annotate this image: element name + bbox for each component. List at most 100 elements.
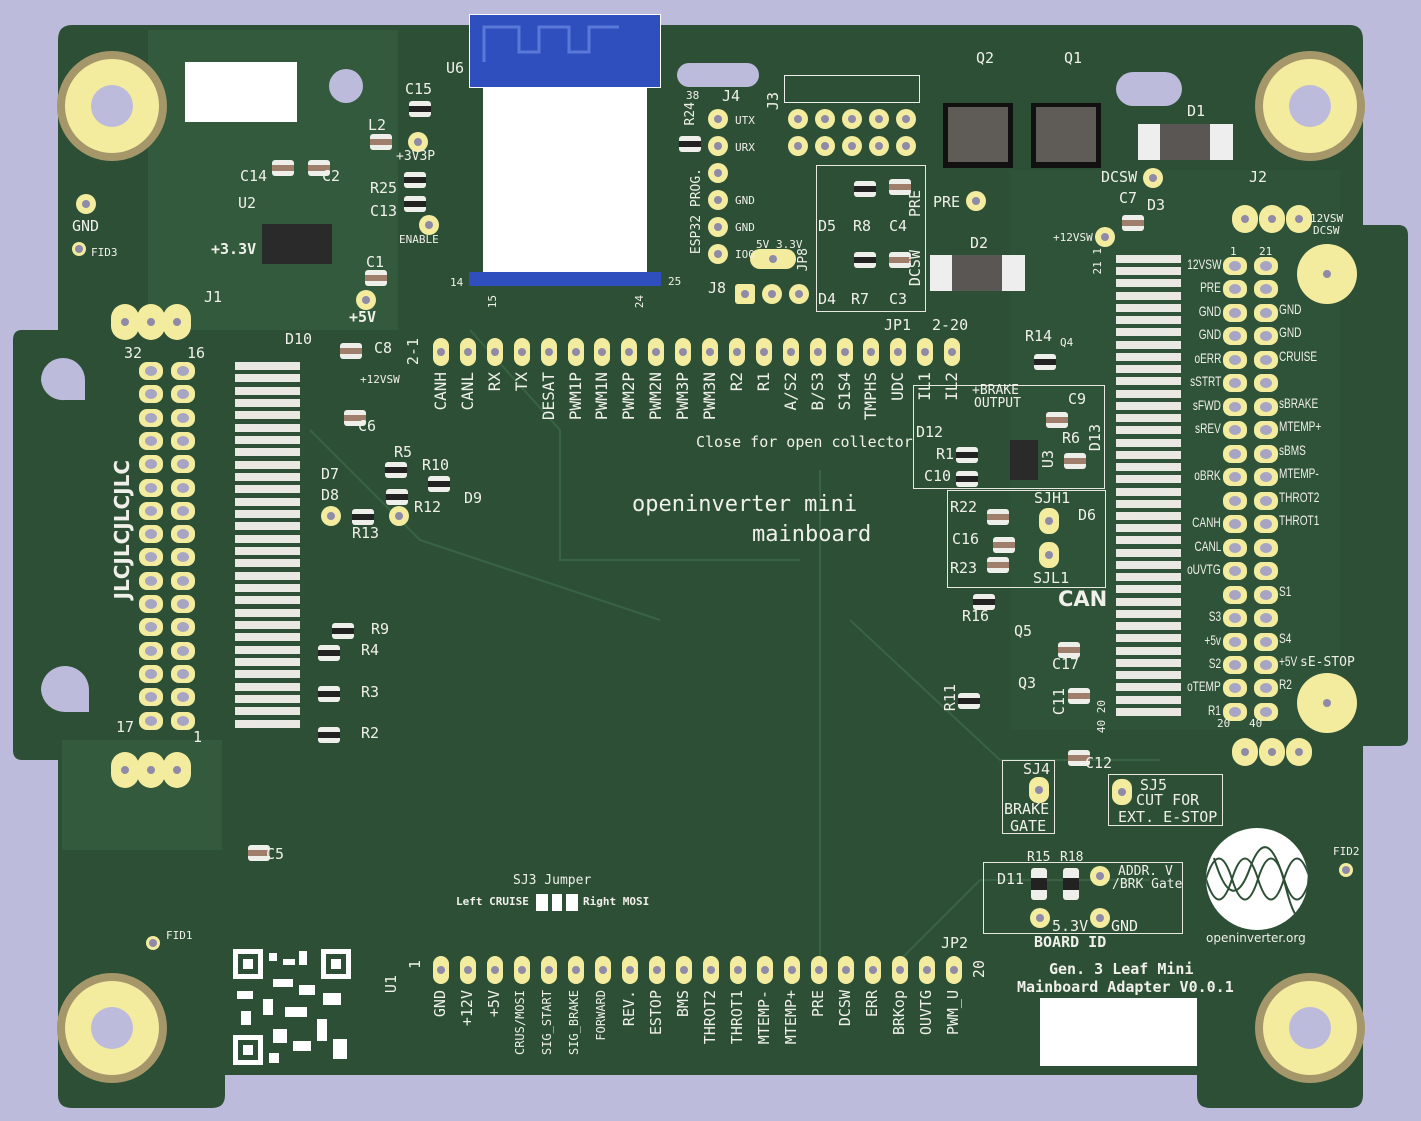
test-point-pad[interactable]: [419, 215, 439, 235]
j2-pin-pad[interactable]: [1254, 397, 1278, 416]
jp2-pin-pad[interactable]: [568, 956, 584, 984]
jp2-pin-pad[interactable]: [433, 956, 449, 984]
jp2-pin-pad[interactable]: [649, 956, 665, 984]
jp2-pin-pad[interactable]: [784, 956, 800, 984]
j2-pin-pad[interactable]: [1254, 562, 1278, 581]
j2-aux-pad[interactable]: [1232, 205, 1258, 233]
j2-pin-pad[interactable]: [1254, 538, 1278, 557]
j2-pin-pad[interactable]: [1223, 421, 1247, 440]
jp1-pin-pad[interactable]: [890, 338, 907, 366]
jp1-pin-pad[interactable]: [917, 338, 934, 366]
j2-pin-pad[interactable]: [1223, 280, 1247, 299]
j2-pin-pad[interactable]: [1223, 327, 1247, 346]
jp1-pin-pad[interactable]: [675, 338, 692, 366]
j1-pin-pad[interactable]: [139, 711, 163, 730]
jp2-pin-pad[interactable]: [622, 956, 638, 984]
j4-pin-pad[interactable]: [708, 109, 728, 129]
test-point-pad[interactable]: [408, 132, 428, 152]
j1-pin-pad[interactable]: [139, 618, 163, 637]
j4-pin-pad[interactable]: [708, 136, 728, 156]
jp1-pin-pad[interactable]: [755, 338, 772, 366]
solder-jumper-pad[interactable]: [1029, 777, 1049, 803]
test-point-pad[interactable]: [1095, 227, 1115, 247]
jp2-pin-pad[interactable]: [919, 956, 935, 984]
j2-pin-pad[interactable]: [1223, 609, 1247, 628]
jp2-pin-pad[interactable]: [703, 956, 719, 984]
solder-jumper-pad[interactable]: [1039, 542, 1059, 568]
j1-aux-pad[interactable]: [111, 752, 139, 788]
j2-pin-pad[interactable]: [1223, 562, 1247, 581]
j4-pin-pad[interactable]: [708, 163, 728, 183]
j4-pin-pad[interactable]: [708, 217, 728, 237]
solder-jumper-pad[interactable]: [1039, 508, 1059, 534]
j1-pin-pad[interactable]: [139, 595, 163, 613]
j2-pin-pad[interactable]: [1223, 655, 1247, 674]
jp1-pin-pad[interactable]: [540, 338, 557, 366]
jp1-pin-pad[interactable]: [594, 338, 611, 366]
jp1-pin-pad[interactable]: [702, 338, 718, 366]
j1-pin-pad[interactable]: [171, 501, 195, 520]
j1-pin-pad[interactable]: [139, 362, 163, 380]
j1-pin-pad[interactable]: [171, 595, 195, 613]
j1-pin-pad[interactable]: [171, 362, 195, 380]
jp2-pin-pad[interactable]: [730, 956, 746, 984]
j2-pin-pad[interactable]: [1223, 585, 1247, 604]
j2-pin-pad[interactable]: [1223, 303, 1247, 322]
jp1-pin-pad[interactable]: [648, 338, 665, 366]
j2-pin-pad[interactable]: [1223, 538, 1247, 557]
j3-pin-pad[interactable]: [842, 109, 862, 129]
j1-pin-pad[interactable]: [139, 571, 163, 590]
sj3-jumper[interactable]: [536, 894, 578, 911]
test-point-pad[interactable]: [1090, 908, 1110, 928]
j1-pin-pad[interactable]: [139, 408, 163, 427]
jp1-pin-pad[interactable]: [567, 338, 584, 366]
jp8-pin-pad[interactable]: [789, 284, 809, 304]
j3-pin-pad[interactable]: [788, 136, 808, 156]
j2-aux-pad[interactable]: [1232, 738, 1258, 766]
j1-aux-pad[interactable]: [163, 752, 191, 788]
test-point-pad[interactable]: [1090, 866, 1110, 886]
j2-aux-pad[interactable]: [1259, 205, 1285, 233]
j3-pin-pad[interactable]: [815, 136, 835, 156]
j1-pin-pad[interactable]: [171, 525, 195, 544]
j3-pin-pad[interactable]: [815, 109, 835, 129]
j2-pin-pad[interactable]: [1254, 491, 1278, 510]
jp2-pin-pad[interactable]: [757, 956, 773, 984]
j1-pin-pad[interactable]: [171, 385, 195, 404]
test-point-pad[interactable]: [321, 506, 341, 526]
j2-pin-pad[interactable]: [1254, 327, 1278, 346]
j2-pin-pad[interactable]: [1254, 444, 1278, 463]
j1-aux-pad[interactable]: [163, 304, 191, 340]
j4-pin-pad[interactable]: [708, 190, 728, 210]
solder-jumper-pad[interactable]: [1112, 779, 1132, 805]
j2-aux-pad[interactable]: [1286, 738, 1312, 766]
j2-pin-pad[interactable]: [1223, 679, 1247, 698]
j1-aux-pad[interactable]: [137, 304, 165, 340]
j3-pin-pad[interactable]: [896, 109, 916, 129]
jp2-pin-pad[interactable]: [892, 956, 908, 984]
j2-pin-pad[interactable]: [1254, 374, 1278, 393]
jp2-pin-pad[interactable]: [541, 956, 557, 984]
j1-pin-pad[interactable]: [139, 501, 163, 520]
j1-pin-pad[interactable]: [139, 641, 163, 660]
jp2-pin-pad[interactable]: [514, 956, 530, 984]
j1-pin-pad[interactable]: [139, 385, 163, 404]
j2-pin-pad[interactable]: [1254, 280, 1278, 299]
j2-pin-pad[interactable]: [1254, 585, 1278, 604]
jp8-pin-pad[interactable]: [762, 284, 782, 304]
jp1-pin-pad[interactable]: [944, 338, 961, 366]
j2-pin-pad[interactable]: [1223, 702, 1247, 721]
jp1-pin-pad[interactable]: [486, 338, 503, 366]
j2-pin-pad[interactable]: [1223, 468, 1247, 487]
j1-pin-pad[interactable]: [139, 525, 163, 544]
j1-pin-pad[interactable]: [171, 408, 195, 427]
j1-pin-pad[interactable]: [139, 431, 163, 450]
j2-pin-pad[interactable]: [1223, 491, 1247, 510]
test-point-pad[interactable]: [966, 191, 986, 211]
j2-pin-pad[interactable]: [1254, 515, 1278, 534]
jp2-pin-pad[interactable]: [838, 956, 854, 984]
j2-pin-pad[interactable]: [1254, 468, 1278, 487]
jp2-pin-pad[interactable]: [946, 956, 962, 984]
jp1-pin-pad[interactable]: [728, 338, 745, 366]
jp1-pin-pad[interactable]: [863, 338, 880, 366]
